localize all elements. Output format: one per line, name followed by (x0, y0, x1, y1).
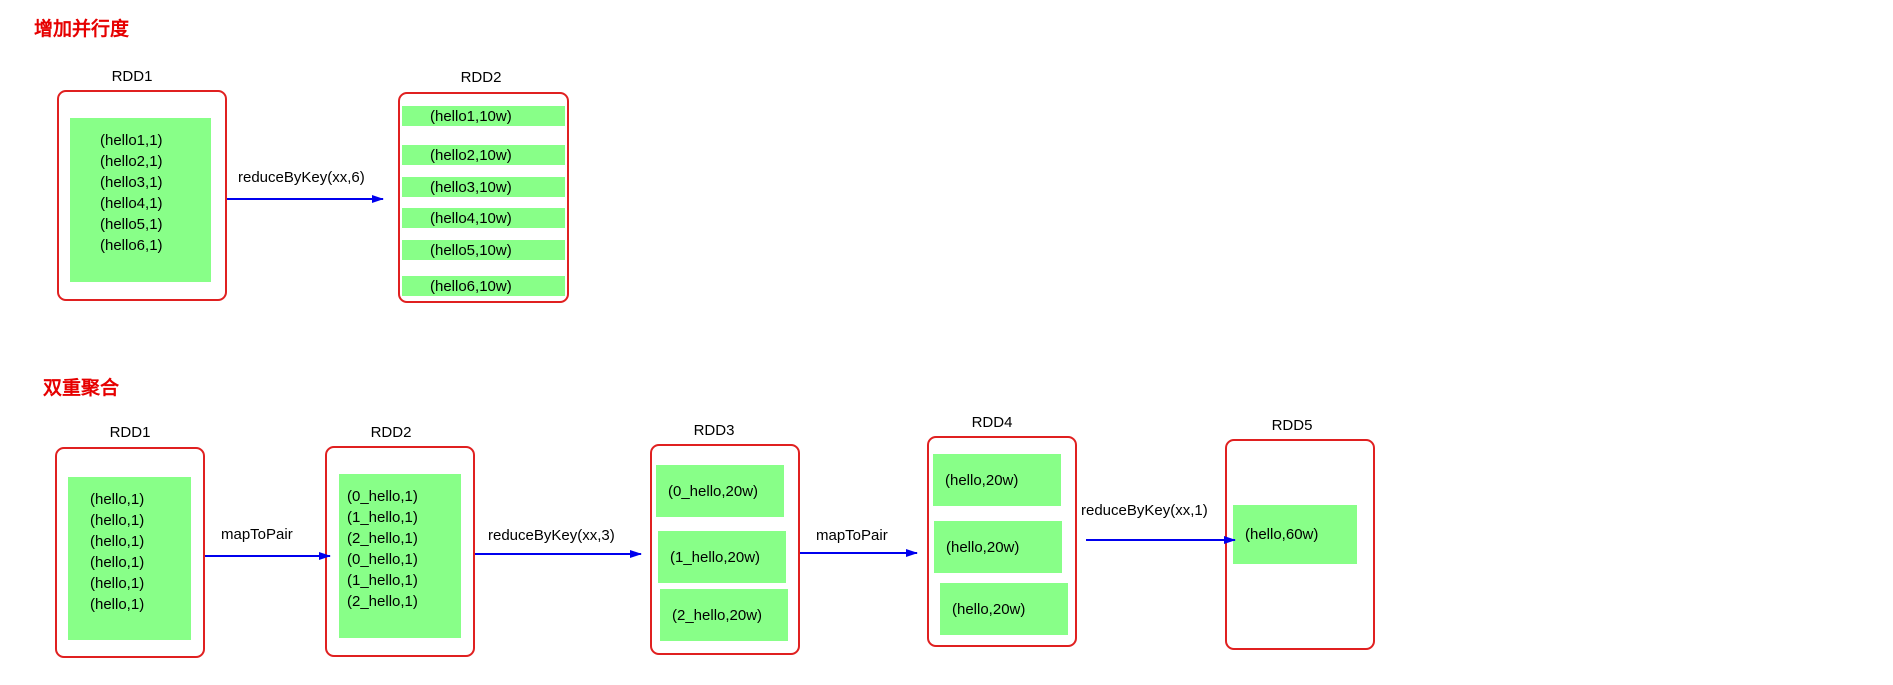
rdd3-partition: (1_hello,20w) (658, 531, 786, 583)
record: (hello,1) (90, 512, 145, 529)
rdd3-partition: (0_hello,20w) (656, 465, 784, 517)
rdd2-label: RDD2 (370, 424, 412, 441)
record: (2_hello,1) (347, 593, 418, 610)
rdd3-partition: (2_hello,20w) (660, 589, 788, 641)
rdd4-partition: (hello,20w) (934, 521, 1062, 573)
record: (hello6,1) (100, 237, 163, 254)
rdd2-partition: (hello4,10w) (402, 208, 565, 228)
rdd2-partition: (0_hello,1) (1_hello,1) (2_hello,1) (0_h… (339, 474, 461, 638)
rdd2-partition: (hello5,10w) (402, 240, 565, 260)
rdd2-partition: (hello3,10w) (402, 177, 565, 197)
record: (1_hello,1) (347, 572, 418, 589)
section-title-double-aggregation: 双重聚合 (43, 378, 120, 399)
record: (hello,1) (90, 533, 145, 550)
rdd2-partition: (hello1,10w) (402, 106, 565, 126)
record: (0_hello,1) (347, 488, 418, 505)
record: (hello5,1) (100, 216, 163, 233)
record: (1_hello,1) (347, 509, 418, 526)
operation-label: reduceByKey(xx,3) (488, 527, 615, 544)
rdd1-partition: (hello1,1) (hello2,1) (hello3,1) (hello4… (70, 118, 211, 282)
operation-label: mapToPair (816, 527, 888, 544)
record: (hello2,1) (100, 153, 163, 170)
record: (hello,1) (90, 575, 145, 592)
record: (hello,1) (90, 491, 145, 508)
rdd1-label: RDD1 (109, 424, 151, 441)
rdd2-partition: (hello6,10w) (402, 276, 565, 296)
rdd4-label: RDD4 (971, 414, 1013, 431)
rdd5-label: RDD5 (1271, 417, 1313, 434)
rdd3-label: RDD3 (693, 422, 735, 439)
record: (hello,1) (90, 554, 145, 571)
rdd2-partition: (hello2,10w) (402, 145, 565, 165)
record: (hello3,1) (100, 174, 163, 191)
rdd4-partition: (hello,20w) (940, 583, 1068, 635)
record: (hello4,1) (100, 195, 163, 212)
record: (2_hello,1) (347, 530, 418, 547)
record: (hello1,1) (100, 132, 163, 149)
operation-label: mapToPair (221, 526, 293, 543)
rdd4-partition: (hello,20w) (933, 454, 1061, 506)
rdd1-label: RDD1 (111, 68, 153, 85)
record: (0_hello,1) (347, 551, 418, 568)
rdd5-partition: (hello,60w) (1233, 505, 1357, 564)
operation-label: reduceByKey(xx,6) (238, 169, 365, 186)
section-title-parallelism: 增加并行度 (34, 19, 130, 40)
rdd2-box (398, 92, 569, 303)
rdd1-partition: (hello,1) (hello,1) (hello,1) (hello,1) … (68, 477, 191, 640)
record: (hello,1) (90, 596, 145, 613)
rdd2-label: RDD2 (460, 69, 502, 86)
operation-label: reduceByKey(xx,1) (1081, 502, 1208, 519)
